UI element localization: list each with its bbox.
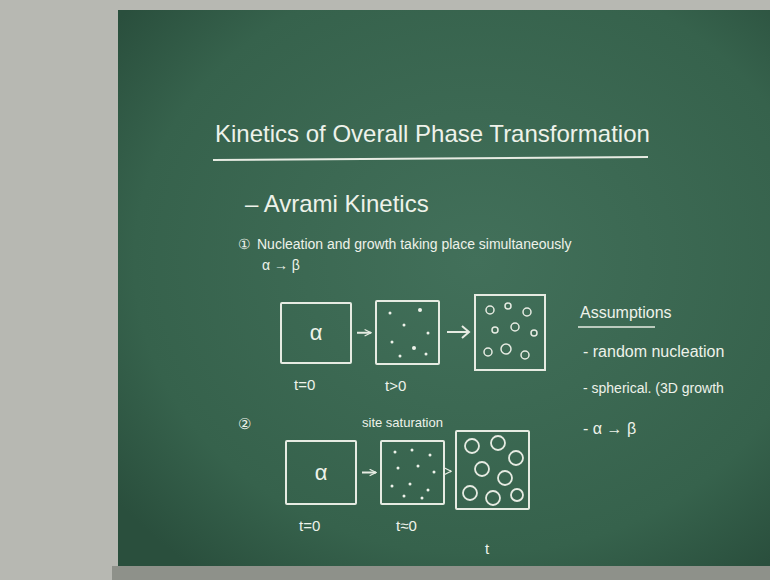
transition-arrow xyxy=(450,470,451,472)
case-note: site saturation xyxy=(362,416,443,431)
nuclei-dots-2 xyxy=(391,449,436,500)
phase-box: t≈0 xyxy=(380,440,445,505)
item-number: ② xyxy=(238,415,251,432)
board-surface xyxy=(118,10,770,568)
grown-grains xyxy=(484,303,537,359)
chalk-tray xyxy=(112,566,770,580)
nuclei-dots-1 xyxy=(389,308,430,358)
time-label: t xyxy=(485,540,489,557)
title-underline xyxy=(213,157,648,160)
transition-arrow xyxy=(362,472,376,474)
phase-box: αt=0 xyxy=(280,302,352,364)
arrow-to-grown-box xyxy=(447,326,469,338)
subheading: – Avrami Kinetics xyxy=(245,190,429,218)
grown-grains-box xyxy=(475,295,545,370)
assumption-item: - α → β xyxy=(583,420,636,438)
time-label: t=0 xyxy=(299,517,320,534)
assumption-item: - random nucleation xyxy=(583,343,724,361)
case-description: Nucleation and growth taking place simul… xyxy=(257,236,571,252)
transformation-note: α → β xyxy=(262,257,300,273)
phase-box: αt=0 xyxy=(285,440,357,505)
board-title: Kinetics of Overall Phase Transformation xyxy=(215,120,650,148)
grown-grains-2 xyxy=(463,436,523,505)
phase-box: t>0 xyxy=(375,300,440,365)
phase-symbol: α xyxy=(282,320,350,346)
assumptions-heading: Assumptions xyxy=(580,304,672,322)
assumption-item: - spherical. (3D growth xyxy=(583,380,724,396)
assumptions-underline xyxy=(578,326,655,328)
phase-symbol: α xyxy=(287,460,355,486)
time-label: t>0 xyxy=(385,377,406,394)
time-label: t=0 xyxy=(294,376,315,393)
item-number: ① xyxy=(238,236,251,252)
time-label: t≈0 xyxy=(396,517,417,534)
transition-arrow xyxy=(357,332,371,334)
phase-box: t xyxy=(455,430,530,510)
